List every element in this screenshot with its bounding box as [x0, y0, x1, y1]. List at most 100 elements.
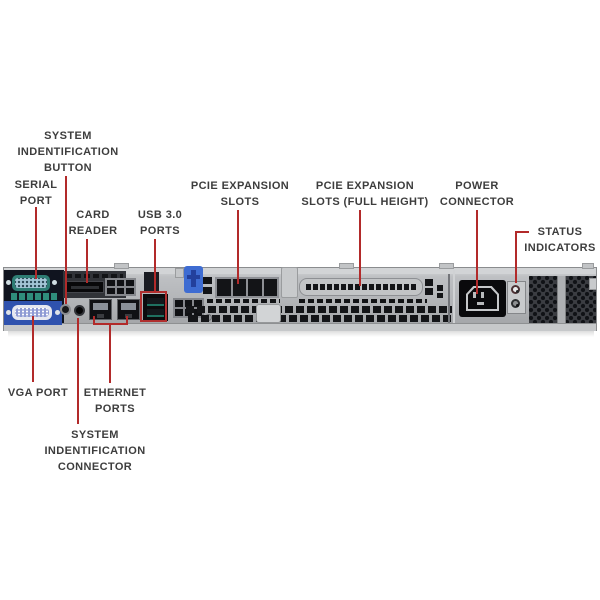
- leader-ethernet-bracket-right: [126, 316, 128, 325]
- leader-status-indicators-horizontal: [515, 231, 529, 233]
- label-line: SERIAL: [14, 179, 58, 191]
- vent-dashes: [207, 299, 280, 303]
- label-line: ETHERNET: [83, 387, 147, 399]
- io-cutout: [425, 288, 433, 295]
- chassis-latch: [589, 278, 597, 290]
- label-system-id-connector: SYSTEM INDENTIFICATION CONNECTOR: [44, 427, 145, 475]
- status-led-top: [511, 285, 520, 294]
- pcie-low-profile-slots: [215, 277, 279, 298]
- leader-card-reader: [86, 239, 88, 283]
- label-line: SYSTEM: [71, 429, 119, 441]
- power-pin: [477, 302, 484, 305]
- leader-vga-port: [32, 316, 34, 382]
- serial-screw: [6, 280, 11, 285]
- riser-bracket: [281, 267, 298, 298]
- leader-ethernet-bracket-left: [93, 316, 95, 325]
- chassis-tab: [339, 263, 354, 269]
- label-line: POWER: [455, 180, 499, 192]
- ethernet-port-2: [117, 299, 140, 320]
- label-ethernet-ports: ETHERNET PORTS: [84, 385, 146, 417]
- chassis-tab: [114, 263, 129, 269]
- io-cutout: [203, 277, 212, 284]
- leader-system-id-button: [65, 176, 67, 304]
- chassis-top-rail: [4, 268, 596, 274]
- leader-ethernet-bracket: [93, 323, 128, 325]
- label-pcie-slots-full-height: PCIE EXPANSION SLOTS (FULL HEIGHT): [301, 178, 428, 210]
- label-line: SLOTS (FULL HEIGHT): [301, 196, 429, 208]
- label-line: CONNECTOR: [57, 461, 133, 473]
- pcie-full-height-slot: [299, 278, 423, 296]
- port-grid: [105, 278, 136, 296]
- label-line: PORTS: [95, 403, 135, 415]
- vga-port: [12, 305, 52, 320]
- label-line: CONNECTOR: [439, 196, 515, 208]
- label-line: USB 3.0: [137, 209, 183, 221]
- status-indicators: [507, 281, 526, 314]
- power-pin: [473, 292, 476, 298]
- label-pcie-slots: PCIE EXPANSION SLOTS: [191, 178, 289, 210]
- riser-latch: [184, 266, 203, 293]
- card-reader-vents: [66, 274, 123, 278]
- leader-usb-ports: [154, 239, 156, 293]
- label-line: PCIE EXPANSION: [315, 180, 415, 192]
- label-line: BUTTON: [43, 162, 93, 174]
- usb-port-2: [147, 309, 164, 317]
- label-card-reader: CARD READER: [69, 207, 118, 239]
- leader-pcie-slots: [237, 210, 239, 284]
- power-connector: [459, 280, 506, 317]
- ethernet-port-contacts: [121, 303, 136, 310]
- leader-ethernet-ports: [109, 325, 111, 383]
- vent-row: [186, 306, 452, 313]
- label-line: PORT: [19, 195, 53, 207]
- label-line: PORTS: [140, 225, 180, 237]
- psu-divider-highlight: [453, 270, 455, 323]
- vent-dashes: [299, 299, 427, 303]
- chassis-shadow: [8, 331, 594, 337]
- usb-ports: [143, 294, 168, 321]
- io-vent-blocks: [11, 293, 57, 300]
- label-usb-ports: USB 3.0 PORTS: [138, 207, 182, 239]
- card-reader-slot: [66, 281, 104, 293]
- io-slot: [144, 272, 159, 291]
- label-line: READER: [68, 225, 118, 237]
- status-led-bottom: [511, 299, 520, 308]
- io-cutout: [437, 285, 443, 291]
- label-power-connector: POWER CONNECTOR: [440, 178, 514, 210]
- system-id-connector: [74, 305, 85, 316]
- label-line: PCIE EXPANSION: [190, 180, 290, 192]
- leader-serial-port: [35, 207, 37, 279]
- chassis-tab: [175, 268, 184, 278]
- label-line: SYSTEM: [44, 130, 92, 142]
- card-reader-slot-inner: [71, 286, 99, 289]
- chassis-tab: [439, 263, 454, 269]
- ethernet-port-clip: [97, 314, 104, 318]
- io-cutout: [425, 279, 433, 286]
- serial-port: [12, 275, 50, 291]
- label-line: INDENTIFICATION: [44, 445, 146, 457]
- leader-pcie-slots-full-height: [359, 210, 361, 286]
- leader-system-id-connector: [77, 318, 79, 424]
- cable-clip: [256, 304, 281, 323]
- label-line: INDICATORS: [524, 242, 596, 254]
- status-led-dot: [516, 290, 519, 293]
- power-inlet-outline: [466, 286, 499, 311]
- chassis-tab: [582, 263, 594, 269]
- label-line: STATUS: [537, 226, 583, 238]
- chassis-bottom-rail: [4, 323, 596, 331]
- server-chassis: [3, 263, 597, 331]
- usb-port-1: [147, 298, 164, 306]
- power-pin: [481, 292, 484, 298]
- vent-row: [186, 315, 452, 322]
- leader-power-connector: [476, 210, 478, 294]
- vent-divider: [557, 276, 566, 323]
- psu-divider: [448, 274, 450, 323]
- label-line: INDENTIFICATION: [17, 146, 119, 158]
- label-status-indicators: STATUS INDICATORS: [524, 224, 595, 256]
- usb-highlight-box: [140, 291, 167, 322]
- ethernet-port-contacts: [93, 303, 108, 310]
- psu-vent-grille: [529, 276, 597, 323]
- label-vga-port: VGA PORT: [8, 385, 68, 401]
- label-line: VGA PORT: [7, 387, 69, 399]
- label-serial-port: SERIAL PORT: [15, 177, 58, 209]
